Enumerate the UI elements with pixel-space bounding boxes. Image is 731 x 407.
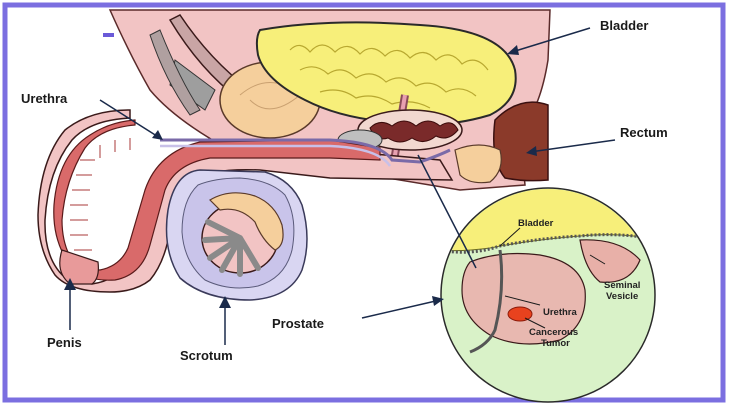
- inset-bladder-rough: [442, 233, 654, 254]
- urethra-tube: [160, 138, 451, 164]
- inset-label-seminal-line2: Vesicle: [606, 291, 639, 302]
- inset-seminal-vesicle: [579, 239, 641, 283]
- label-bladder: Bladder: [600, 18, 649, 33]
- inset-label-seminal-line1: Seminal: [604, 280, 641, 291]
- urethra-tube-light: [160, 144, 392, 167]
- inset-label-tumor-line1: Cancerous: [529, 327, 579, 338]
- label-rectum: Rectum: [620, 125, 668, 140]
- frame-border: [2, 2, 726, 403]
- label-penis: Penis: [47, 335, 82, 350]
- inset-label-bladder: Bladder: [518, 218, 554, 229]
- arrowhead-prostate: [432, 296, 444, 306]
- label-prostate: Prostate: [272, 316, 325, 331]
- prostate-texture: [369, 120, 459, 143]
- testicle-lobules: [202, 219, 261, 277]
- arrowhead-penis: [64, 278, 76, 290]
- rectum-wall: [454, 144, 502, 184]
- pointer-rectum: [529, 139, 616, 153]
- arrowhead-scrotum: [219, 296, 231, 308]
- inset-pointer-bladder: [499, 227, 521, 247]
- label-scrotum: Scrotum: [180, 348, 233, 363]
- bladder-shape: [255, 21, 517, 126]
- inset-pointer-seminal: [589, 254, 606, 265]
- inset-pointer-urethra: [504, 295, 541, 306]
- bone-wedge: [149, 29, 201, 116]
- penis-spongy-body: [53, 119, 381, 281]
- inset-label-urethra: Urethra: [543, 307, 577, 318]
- frame-marker: [103, 33, 114, 37]
- pointer-prostate: [361, 299, 441, 319]
- inset-pointer-tumor: [524, 317, 546, 329]
- penis-hatching: [70, 138, 131, 251]
- inset-tumor: [507, 306, 533, 322]
- bladder-folds: [289, 44, 489, 109]
- arrowhead-rectum: [526, 146, 537, 156]
- epididymis: [209, 192, 284, 251]
- pointer-urethra: [99, 99, 161, 139]
- arrowhead-bladder: [507, 45, 519, 55]
- label-urethra: Urethra: [21, 91, 68, 106]
- pointer-arrowheads: [64, 45, 537, 308]
- glans: [59, 249, 99, 285]
- rectum-shape: [493, 101, 549, 182]
- pointer-inset-link: [417, 154, 477, 269]
- pointer-bladder: [511, 27, 591, 53]
- arrowhead-urethra: [152, 130, 163, 140]
- inset-prostate: [461, 252, 586, 345]
- inset-pointer-lines: [499, 227, 606, 329]
- inset-urethra: [469, 249, 504, 354]
- inset-label-tumor-line2: Tumor: [541, 338, 570, 349]
